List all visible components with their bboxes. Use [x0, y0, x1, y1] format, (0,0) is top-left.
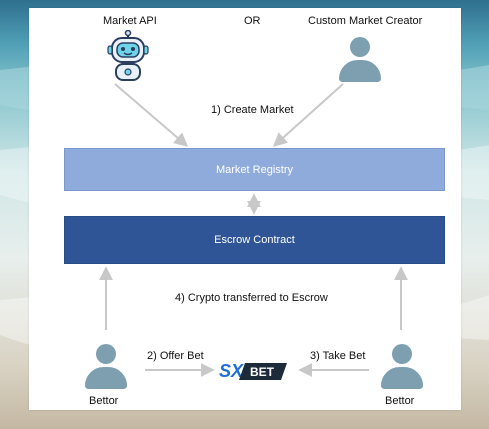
sx-bet-logo-mark: SX BET: [219, 361, 287, 381]
flow-arrows: [99, 83, 408, 377]
logo-bet-text: BET: [250, 365, 275, 379]
diagram-card: Market API OR Custom Market Creator 1) C…: [29, 8, 461, 410]
step-create-market: 1) Create Market: [211, 104, 294, 116]
or-label: OR: [244, 15, 261, 27]
escrow-contract-box: Escrow Contract: [64, 216, 445, 264]
bettor-right-label: Bettor: [385, 395, 415, 407]
step-crypto-transferred: 4) Crypto transferred to Escrow: [175, 292, 328, 304]
arrow-api-to-registry: [114, 83, 189, 147]
step-offer-bet: 2) Offer Bet: [147, 350, 204, 362]
sx-bet-logo: SX BET: [217, 360, 289, 382]
bettor-left-label: Bettor: [89, 395, 119, 407]
robot-icon: [107, 30, 149, 81]
market-registry-box: Market Registry: [64, 148, 445, 191]
custom-creator-label: Custom Market Creator: [308, 15, 423, 27]
step-take-bet: 3) Take Bet: [310, 350, 366, 362]
logo-sx-text: SX: [219, 361, 244, 381]
arrow-creator-to-registry: [272, 83, 344, 147]
market-api-label: Market API: [103, 15, 157, 27]
